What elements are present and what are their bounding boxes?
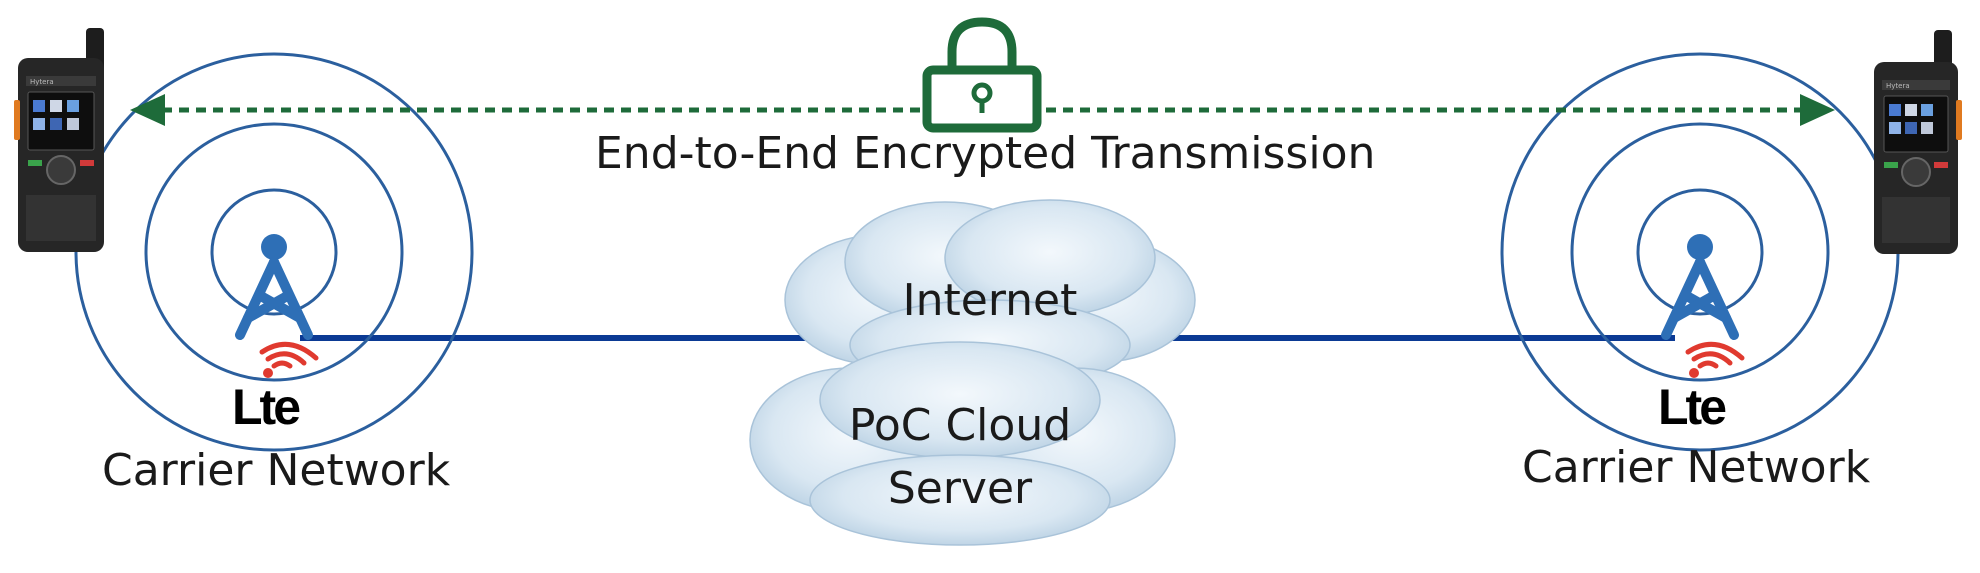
poc-cloud-label-line1: PoC Cloud xyxy=(848,400,1072,451)
arrowhead-right xyxy=(1800,94,1835,126)
right-carrier-network-label: Carrier Network xyxy=(1522,442,1871,493)
right-lte-signal-icon xyxy=(1685,341,1745,378)
svg-text:Hytera: Hytera xyxy=(30,78,54,86)
left-handheld-radio-icon: Hytera xyxy=(14,28,104,252)
padlock-icon xyxy=(922,17,1042,133)
right-cell-tower-icon xyxy=(1661,234,1739,340)
left-lte-signal-icon xyxy=(259,341,319,378)
encryption-label: End-to-End Encrypted Transmission xyxy=(595,128,1376,179)
left-lte-logo: Lte xyxy=(232,379,301,435)
internet-label: Internet xyxy=(902,275,1078,326)
left-cell-tower-icon xyxy=(235,234,313,340)
right-lte-logo: Lte xyxy=(1658,379,1727,435)
poc-cloud-label-line2: Server xyxy=(887,463,1033,514)
left-carrier-network-label: Carrier Network xyxy=(102,445,451,496)
svg-text:Hytera: Hytera xyxy=(1886,82,1910,90)
poc-cloud-server-cloud xyxy=(749,341,1176,546)
arrowhead-left xyxy=(130,94,165,126)
right-handheld-radio-icon: Hytera xyxy=(1874,30,1962,254)
